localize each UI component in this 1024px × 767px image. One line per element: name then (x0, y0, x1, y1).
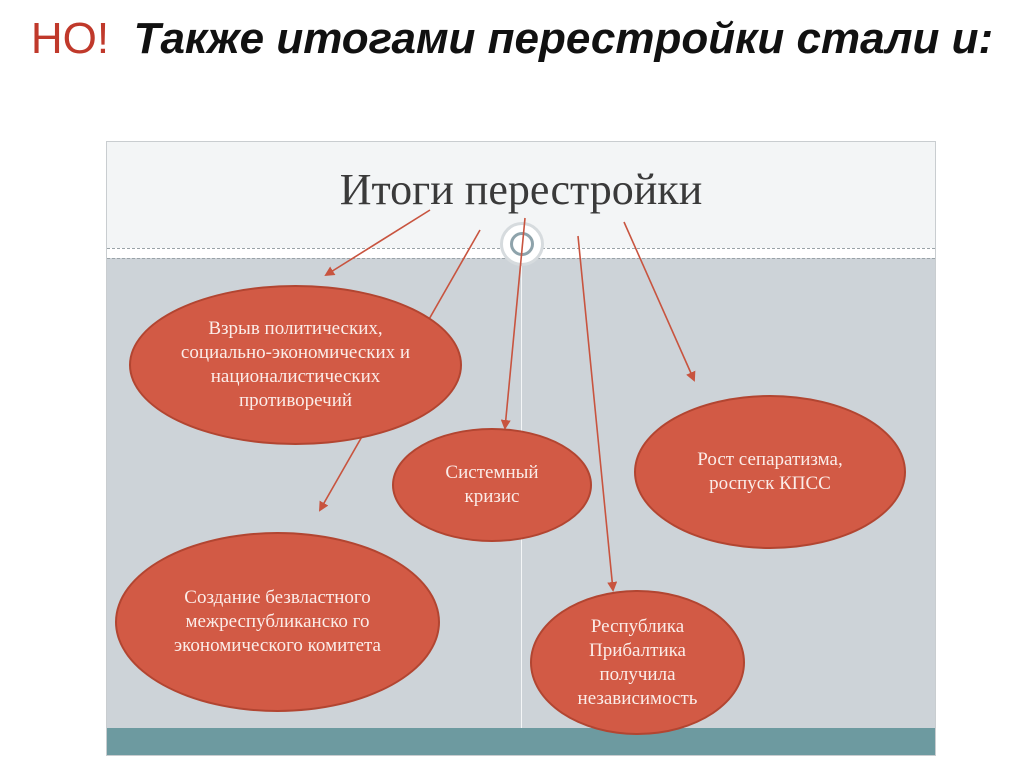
node-crisis: Системный кризис (392, 428, 592, 542)
arrow-to-baltic (577, 235, 618, 592)
arrow-to-separatism (623, 221, 696, 382)
slide-title-main: Также итогами перестройки стали и: (133, 14, 994, 63)
arrow-to-explosion (324, 209, 431, 277)
node-baltic-text: Республика Прибалтика получила независим… (577, 615, 698, 709)
node-explosion: Взрыв политических, социально-экономичес… (129, 285, 462, 445)
slide-title: НО! Также итогами перестройки стали и: (0, 8, 1024, 70)
node-explosion-text: Взрыв политических, социально-экономичес… (180, 318, 411, 411)
node-crisis-text: Системный кризис (445, 462, 539, 507)
node-baltic: Республика Прибалтика получила независим… (530, 590, 745, 735)
node-separatism-text: Рост сепаратизма, роспуск КПСС (697, 449, 843, 494)
arrow-to-crisis (500, 217, 526, 430)
node-committee: Создание безвластного межреспубликанско … (115, 532, 440, 712)
diagram-footer-bar (107, 728, 935, 755)
slide-title-accent: НО! (30, 14, 110, 63)
node-separatism: Рост сепаратизма, роспуск КПСС (634, 395, 906, 549)
node-committee-text: Создание безвластного межреспубликанско … (174, 587, 381, 656)
diagram-heading: Итоги перестройки (339, 165, 703, 214)
